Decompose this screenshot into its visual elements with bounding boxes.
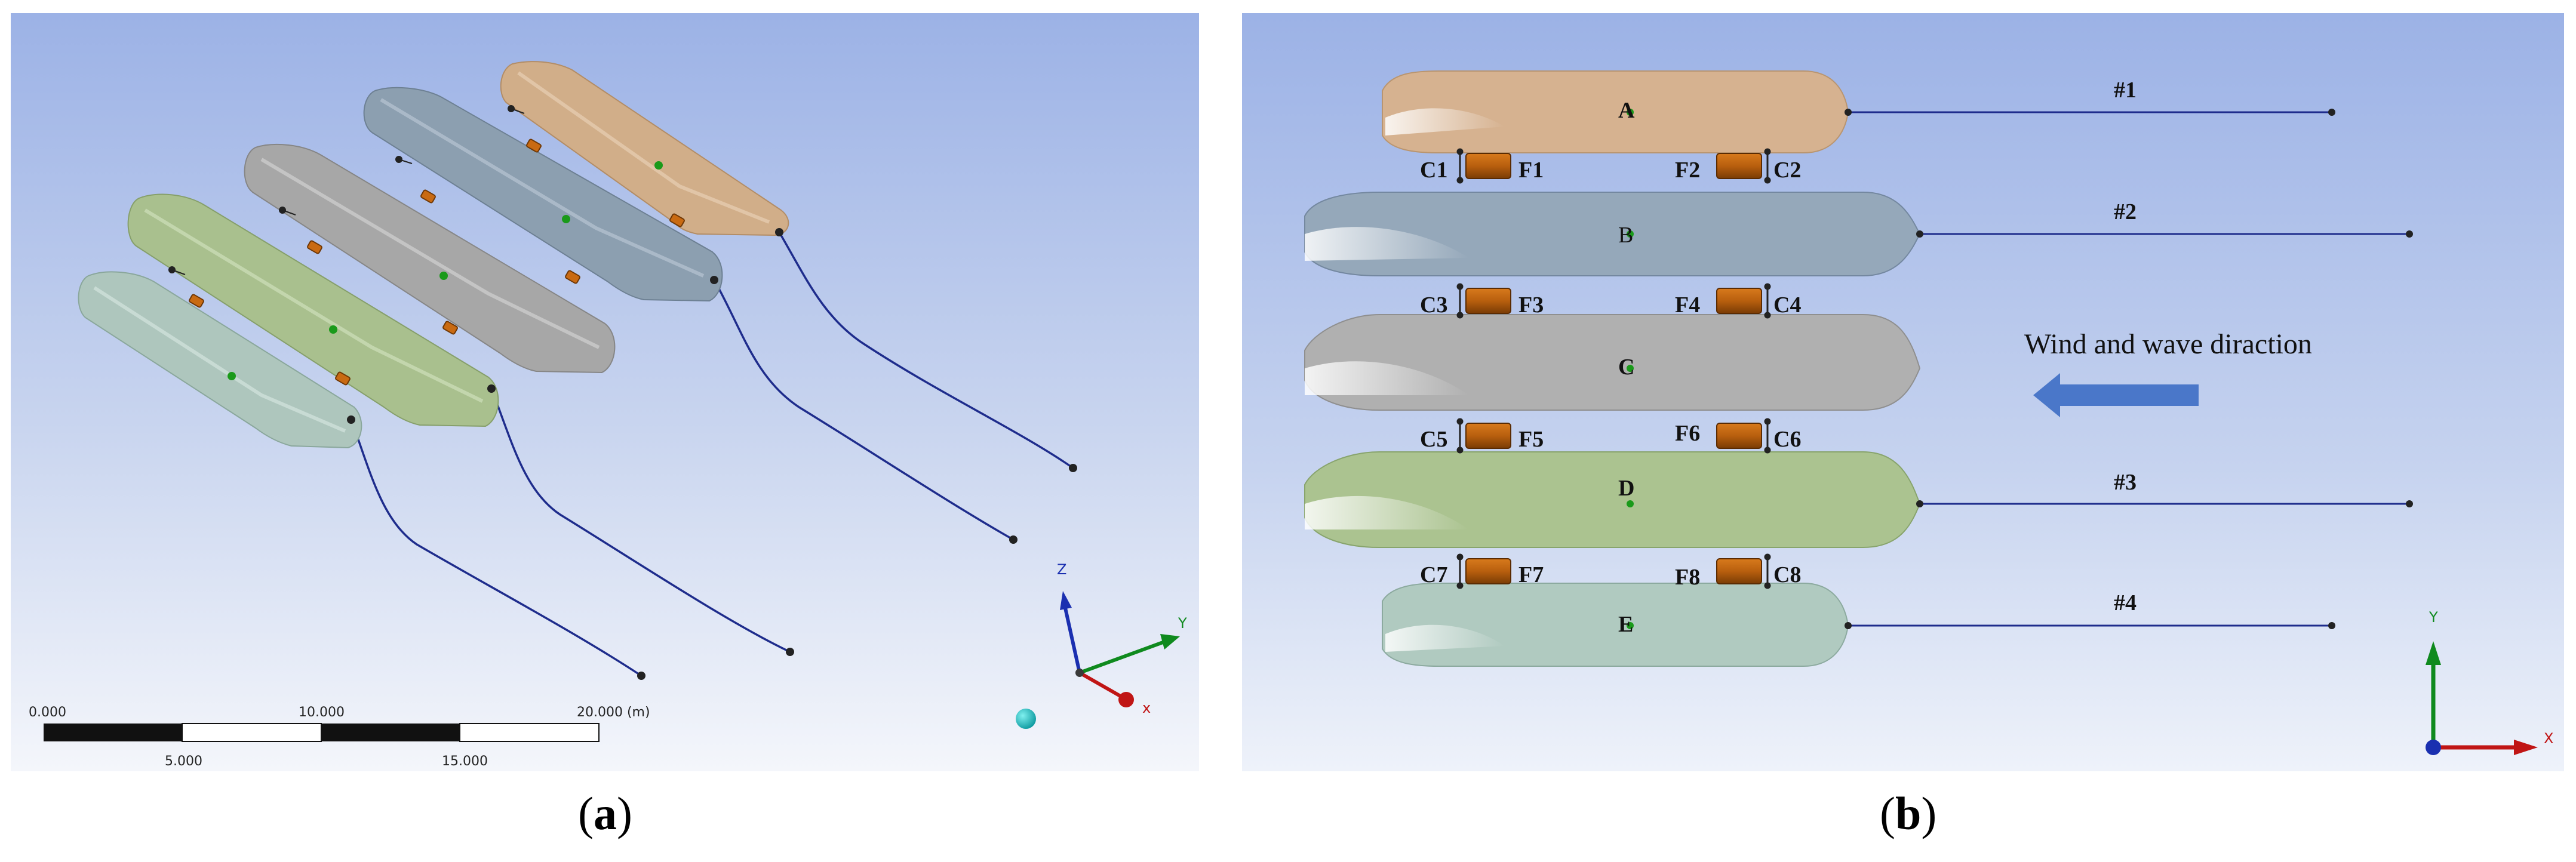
view-sphere <box>1016 709 1036 729</box>
panel-a-anchors <box>637 464 1077 680</box>
label-f7: F7 <box>1518 562 1544 587</box>
label-f3: F3 <box>1518 293 1544 318</box>
panel-a: Z Y x 0.000 10.000 20.000 (m) 5.000 15.0… <box>11 13 1199 771</box>
vessel-label-a: A <box>1618 98 1635 123</box>
label-c7: C7 <box>1420 562 1447 587</box>
label-f2: F2 <box>1675 158 1700 183</box>
mooring-line-a4 <box>350 419 642 677</box>
label-f8: F8 <box>1675 565 1700 590</box>
panel-b-anchors <box>2328 109 2413 629</box>
label-c3: C3 <box>1420 293 1447 318</box>
panel-b-connectors <box>1456 148 1771 589</box>
anchor-a4 <box>637 672 645 680</box>
axis-b-y-label: Y <box>2429 609 2438 626</box>
hull-e-3d <box>78 271 362 449</box>
hull-d-3d <box>127 193 499 427</box>
hull-a-3d <box>500 61 789 236</box>
mooring-label-1: #1 <box>2114 78 2137 103</box>
scale-label-10: 10.000 <box>299 705 345 720</box>
fender-row-4 <box>1465 558 1762 584</box>
mooring-label-4: #4 <box>2114 590 2137 615</box>
caption-a: (a) <box>578 787 632 839</box>
label-f5: F5 <box>1518 427 1544 452</box>
panel-b: A B C D E #1 #2 #3 #4 C1 F1 F2 C2 C3 F3 … <box>1242 13 2564 771</box>
panel-b-axis-triad: Y X <box>2426 609 2553 755</box>
vessel-label-e: E <box>1618 612 1633 637</box>
label-c1: C1 <box>1420 158 1447 183</box>
hull-b <box>1304 192 1923 276</box>
anchor-a1 <box>1069 464 1077 472</box>
panel-b-mooring-lines <box>1848 111 2409 627</box>
hull-c-3d <box>244 143 616 374</box>
hull-c <box>1304 314 1921 411</box>
axis-a-y-label: Y <box>1178 615 1187 632</box>
panel-a-axis-triad: Z Y x <box>1057 561 1187 716</box>
label-f1: F1 <box>1518 158 1544 183</box>
wind-wave-direction-text: Wind and wave diraction <box>2024 328 2312 360</box>
scale-label-0: 0.000 <box>29 705 66 720</box>
mooring-label-2: #2 <box>2114 199 2137 224</box>
scale-label-20: 20.000 (m) <box>577 705 650 720</box>
scale-label-5: 5.000 <box>165 754 202 769</box>
anchor-a2 <box>1009 535 1018 544</box>
hull-d <box>1304 451 1923 548</box>
axis-b-x-label: X <box>2544 730 2553 747</box>
vessel-label-d: D <box>1618 476 1634 501</box>
label-c4: C4 <box>1773 293 1801 318</box>
mooring-line-a2 <box>713 279 1014 541</box>
panel-a-fenders <box>189 138 685 386</box>
fender-row-2 <box>1465 288 1762 314</box>
mooring-line-a3 <box>490 388 791 653</box>
axis-a-z-label: Z <box>1057 561 1066 578</box>
mooring-line-a1 <box>778 232 1074 469</box>
panel-a-connector-points <box>168 105 783 424</box>
fender-row-3 <box>1465 423 1762 449</box>
label-c6: C6 <box>1773 427 1801 452</box>
label-c2: C2 <box>1773 158 1801 183</box>
panel-b-connector-labels: C1 F1 F2 C2 C3 F3 F4 C4 C5 F5 F6 C6 C7 F… <box>1420 158 1801 590</box>
vessel-label-b: B <box>1618 223 1633 248</box>
hull-b-3d <box>363 87 723 302</box>
label-c5: C5 <box>1420 427 1447 452</box>
panel-a-scale-bar: 0.000 10.000 20.000 (m) 5.000 15.000 <box>29 705 650 769</box>
hull-a <box>1382 70 1852 153</box>
caption-b: (b) <box>1880 787 1937 839</box>
panel-b-fenders <box>1465 153 1762 584</box>
label-f6: F6 <box>1675 421 1700 446</box>
hull-e <box>1382 583 1852 667</box>
panel-a-mooring-lines <box>350 232 1074 677</box>
axis-a-x-label: x <box>1142 700 1151 716</box>
wind-wave-arrow-icon <box>2033 373 2199 417</box>
label-c8: C8 <box>1773 562 1801 587</box>
panel-a-canvas: Z Y x 0.000 10.000 20.000 (m) 5.000 15.0… <box>11 13 1199 771</box>
panel-b-canvas: A B C D E #1 #2 #3 #4 C1 F1 F2 C2 C3 F3 … <box>1242 13 2564 771</box>
scale-label-15: 15.000 <box>442 754 488 769</box>
anchor-a3 <box>786 648 794 656</box>
vessel-label-c: C <box>1618 355 1634 380</box>
fender-row-1 <box>1465 153 1762 179</box>
label-f4: F4 <box>1675 293 1700 318</box>
mooring-label-3: #3 <box>2114 470 2137 495</box>
